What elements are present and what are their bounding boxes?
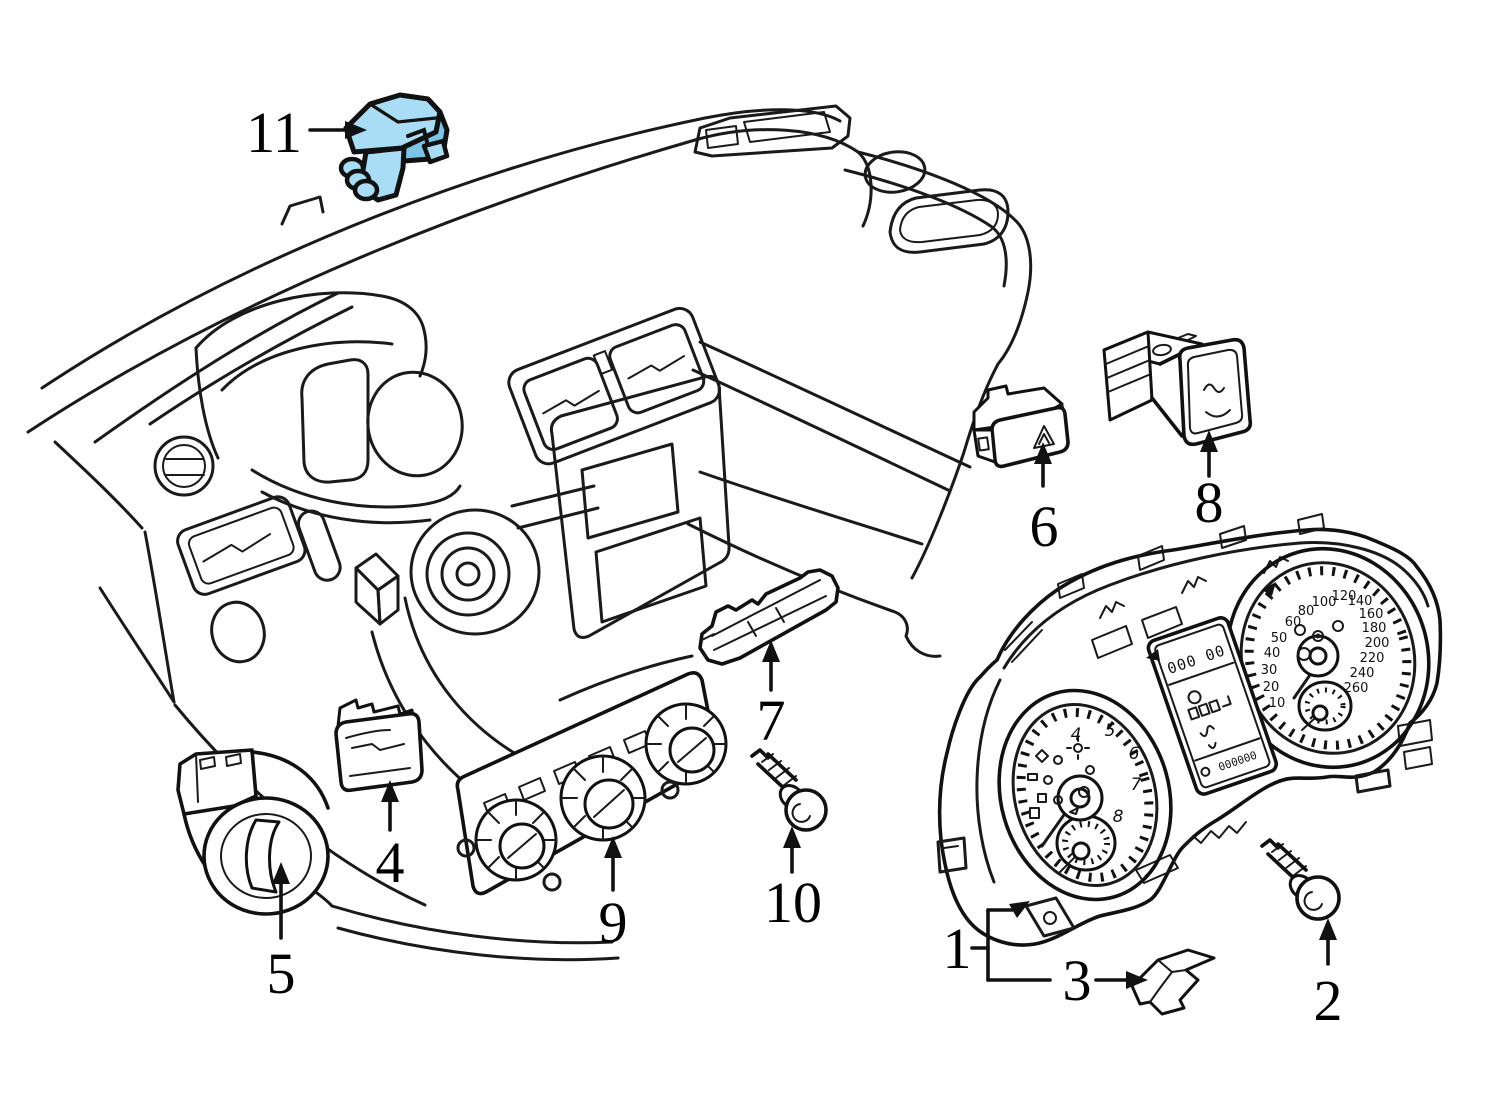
svg-text:11: 11 (246, 100, 302, 165)
svg-text:7: 7 (757, 688, 786, 753)
center-air-vents (507, 306, 721, 466)
callout-10[interactable]: 10 (764, 826, 822, 935)
climate-knob[interactable] (474, 798, 558, 882)
part-4-switch[interactable] (334, 698, 424, 793)
svg-text:4: 4 (376, 830, 405, 895)
callout-7[interactable]: 7 (757, 640, 786, 753)
part-3-clip[interactable] (1130, 948, 1216, 1016)
svg-text:60: 60 (1285, 615, 1302, 630)
svg-text:260: 260 (1344, 681, 1369, 696)
callout-5[interactable]: 5 (267, 862, 296, 1006)
svg-text:10: 10 (764, 870, 822, 935)
svg-text:220: 220 (1360, 651, 1385, 666)
cluster-lcd-display: 000 00 000000 (1146, 616, 1279, 796)
callout-6[interactable]: 6 (1030, 442, 1059, 559)
left-air-vent (176, 495, 307, 596)
tachometer-gauge (997, 688, 1173, 902)
svg-text:4: 4 (1071, 725, 1082, 745)
part-6-hazard-switch[interactable] (972, 384, 1070, 469)
part-10-screw[interactable] (750, 748, 828, 832)
svg-text:140: 140 (1348, 594, 1373, 609)
svg-text:200: 200 (1365, 636, 1390, 651)
climate-knob[interactable] (644, 702, 728, 786)
svg-text:3: 3 (1063, 948, 1092, 1013)
svg-text:160: 160 (1359, 607, 1384, 622)
climate-knob[interactable] (559, 754, 647, 842)
callout-3[interactable]: 3 (1063, 948, 1149, 1013)
turn-signal-icon (1146, 649, 1160, 661)
svg-text:7: 7 (1131, 775, 1142, 795)
svg-text:8: 8 (1113, 807, 1124, 827)
svg-text:2: 2 (1314, 968, 1343, 1033)
defroster-vent (693, 104, 852, 158)
callout-8[interactable]: 8 (1195, 430, 1224, 535)
warning-indicator-icons (1027, 736, 1095, 819)
part-2-screw[interactable] (1260, 838, 1341, 921)
svg-text:1: 1 (943, 916, 972, 981)
svg-text:5: 5 (267, 941, 296, 1006)
part-8-switch[interactable] (1102, 330, 1253, 447)
callout-2[interactable]: 2 (1314, 918, 1343, 1033)
svg-text:30: 30 (1261, 663, 1278, 678)
speedometer-icons (1294, 620, 1344, 661)
turn-signal-icon (1262, 582, 1276, 596)
center-stack (549, 374, 731, 639)
svg-text:40: 40 (1264, 646, 1281, 661)
left-speaker-grille (153, 435, 215, 497)
part-1-instrument-cluster[interactable]: 4 5 6 7 8 (936, 513, 1454, 947)
callout-11[interactable]: 11 (246, 100, 367, 165)
callout-1[interactable]: 1 (943, 901, 1052, 982)
callout-9[interactable]: 9 (599, 836, 628, 955)
part-9-climate-control-panel[interactable] (455, 671, 728, 896)
dashboard-line-art (26, 104, 1033, 962)
svg-text:5: 5 (1105, 721, 1116, 741)
tachometer-scale: 4 5 6 7 8 (1071, 721, 1142, 827)
cluster-hood (194, 291, 464, 525)
svg-text:6: 6 (1129, 744, 1140, 764)
speedometer-gauge (1225, 546, 1431, 770)
svg-text:180: 180 (1362, 621, 1387, 636)
part-11-sunlight-sensor[interactable] (338, 92, 450, 203)
svg-text:50: 50 (1271, 631, 1288, 646)
svg-text:6: 6 (1030, 494, 1059, 559)
gear-indicator-icons (1187, 690, 1232, 749)
svg-text:100: 100 (1312, 595, 1337, 610)
svg-text:9: 9 (599, 890, 628, 955)
ignition-block (354, 552, 400, 626)
svg-text:120: 120 (1332, 589, 1357, 604)
svg-text:10: 10 (1269, 696, 1286, 711)
part-5-headlight-switch[interactable] (176, 748, 330, 916)
svg-text:80: 80 (1298, 604, 1315, 619)
speedometer-scale: 60 80 100 120 140 160 180 200 220 240 26… (1261, 589, 1390, 711)
callout-4[interactable]: 4 (376, 780, 405, 895)
svg-text:8: 8 (1195, 470, 1224, 535)
svg-text:240: 240 (1350, 666, 1375, 681)
part-7-switch-strip[interactable] (698, 568, 840, 666)
switch-function-icon (1203, 383, 1225, 393)
svg-text:20: 20 (1263, 680, 1280, 695)
